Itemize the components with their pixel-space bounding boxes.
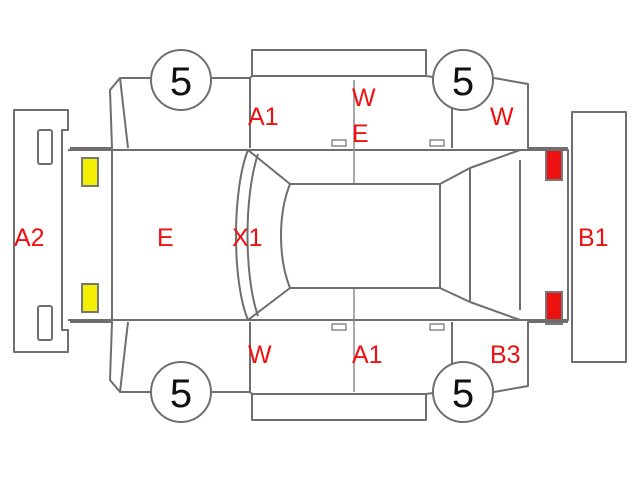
- tire-rear-left: 5: [432, 49, 494, 111]
- label-right-front-fender: W: [248, 341, 272, 369]
- rear-lamp-bottom: [545, 291, 563, 325]
- tire-front-left-grade: 5: [170, 60, 192, 104]
- label-left-front-fender: A1: [248, 103, 279, 131]
- roof-rail-bottom: [251, 393, 427, 421]
- label-windshield: X1: [232, 224, 263, 252]
- roof-rail-top: [251, 49, 427, 77]
- tire-rear-left-grade: 5: [452, 60, 474, 104]
- tire-front-left: 5: [150, 49, 212, 111]
- label-right-rear-quarter: B3: [490, 341, 521, 369]
- tire-front-right: 5: [150, 361, 212, 423]
- label-left-rear-quarter: W: [490, 103, 514, 131]
- label-front-bumper: A2: [14, 224, 45, 252]
- label-left-front-door-top: W: [352, 84, 376, 112]
- front-lamp-bottom: [81, 283, 99, 313]
- car-body: [68, 75, 569, 395]
- tire-rear-right: 5: [432, 361, 494, 423]
- tire-rear-right-grade: 5: [452, 372, 474, 416]
- tire-front-right-grade: 5: [170, 372, 192, 416]
- front-lamp-top: [81, 157, 99, 187]
- rear-lamp-top: [545, 147, 563, 181]
- label-left-rear-door: E: [352, 120, 369, 148]
- rear-bumper: [571, 111, 627, 363]
- front-bumper: [13, 109, 69, 353]
- label-rear-bumper: B1: [578, 224, 609, 252]
- cabin: [235, 149, 521, 321]
- label-right-rear-door: A1: [352, 341, 383, 369]
- label-hood: E: [157, 224, 174, 252]
